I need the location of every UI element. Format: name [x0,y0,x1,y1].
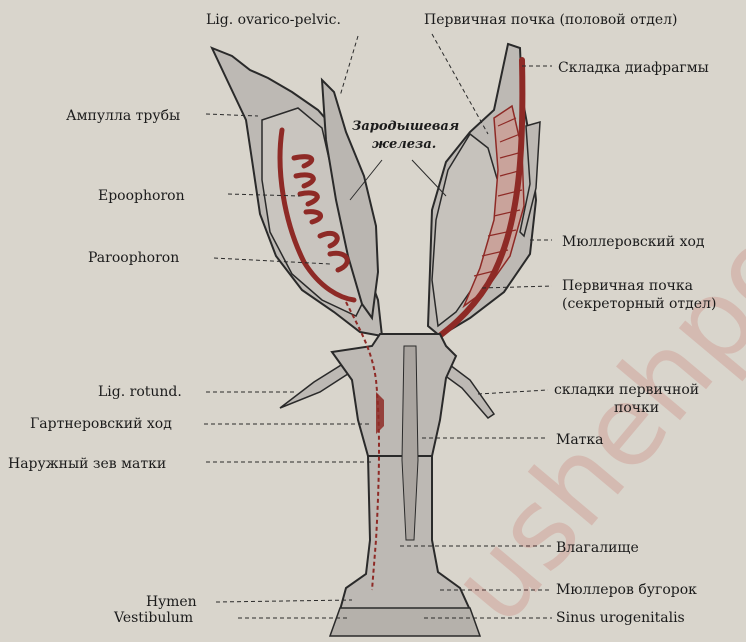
label-lig-rotund: Lig. rotund. [98,384,182,400]
label-lig-ovarico-pelvic: Lig. ovarico-pelvic. [206,12,341,28]
label-primary-kidney-secretory-1: Первичная почка [562,278,693,294]
label-external-os: Наружный зев матки [8,456,166,472]
sinus-urogenitalis [330,608,480,636]
label-hymen: Hymen [146,594,197,610]
label-primary-kidney-folds-1: складки первичной [554,382,699,398]
label-mullerian-duct: Мюллеровский ход [562,234,705,250]
label-diaphragm-fold: Складка диафрагмы [558,60,709,76]
label-uterus: Матка [556,432,604,448]
label-mullerian-tubercle: Мюллеров бугорок [556,582,697,598]
label-gonad-line1: Зародышевая [352,119,459,134]
label-paroophoron: Paroophoron [88,250,179,266]
label-gartner-duct: Гартнеровский ход [30,416,172,432]
label-primary-kidney-genital: Первичная почка (половой отдел) [424,12,678,28]
label-epoophoron: Epoophoron [98,188,185,204]
label-tube-ampulla: Ампулла трубы [66,108,180,124]
label-vestibulum: Vestibulum [113,610,193,626]
uterine-canal [402,346,418,540]
label-primary-kidney-folds-2: почки [614,400,659,416]
label-primary-kidney-secretory-2: (секреторный отдел) [562,296,716,312]
label-gonad-line2: железа. [372,137,436,152]
label-sinus-urogenitalis: Sinus urogenitalis [556,610,685,626]
label-vagina: Влагалище [556,540,639,556]
